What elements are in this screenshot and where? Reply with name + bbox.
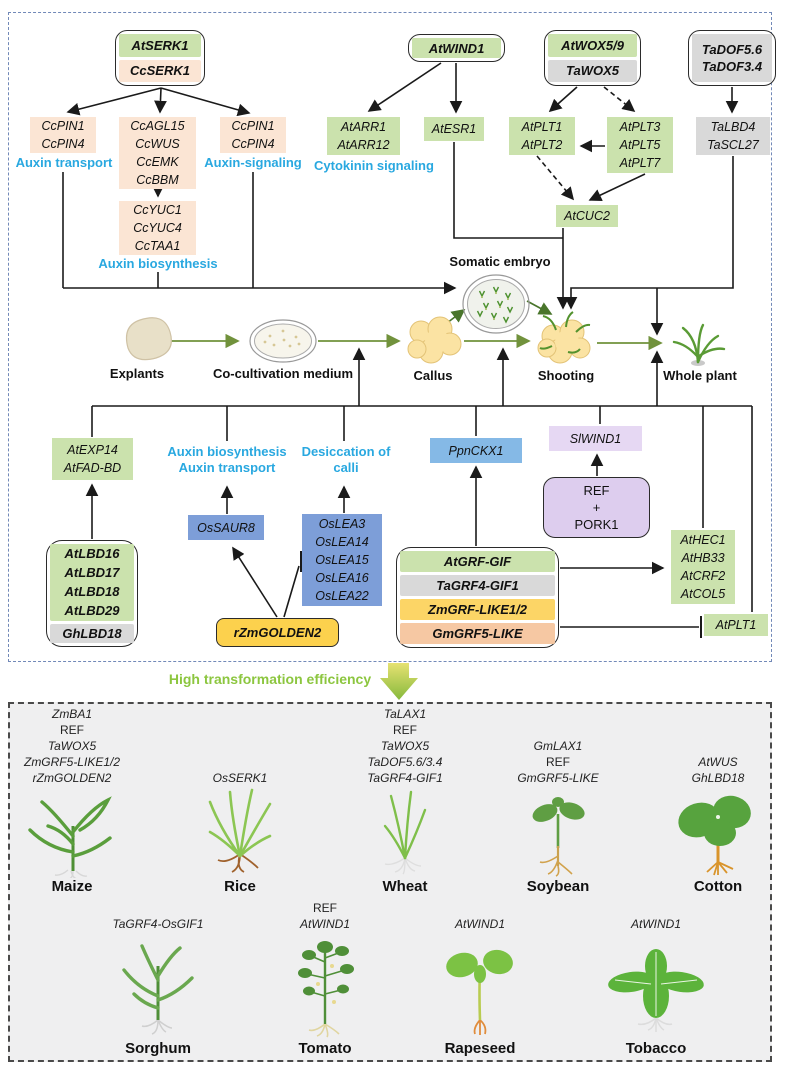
label-cytokinin-signaling: Cytokinin signaling bbox=[314, 158, 434, 173]
wox-source-box: AtWOX5/9 TaWOX5 bbox=[544, 30, 641, 86]
grf-row-tagrf4: TaGRF4-GIF1 bbox=[400, 575, 555, 596]
soybean-name: Soybean bbox=[526, 878, 590, 895]
tomato-name: Tomato bbox=[298, 1040, 352, 1057]
wind-source-box: AtWIND1 bbox=[408, 34, 505, 62]
label-somatic-embryo: Somatic embryo bbox=[449, 254, 551, 269]
label-auxin-transport: Auxin transport bbox=[15, 155, 113, 170]
atlbd-gray-row: GhLBD18 bbox=[50, 623, 134, 643]
flow-label-explants: Explants bbox=[109, 366, 165, 381]
serk-row-at: AtSERK1 bbox=[119, 34, 201, 57]
pathway-panel bbox=[8, 12, 772, 662]
gene-box-ccpin-left: CcPIN1 CcPIN4 bbox=[30, 117, 96, 153]
gene-box-athec: AtHEC1 AtHB33 AtCRF2 AtCOL5 bbox=[671, 530, 735, 604]
serk-source-box: AtSERK1 CcSERK1 bbox=[115, 30, 205, 86]
gene-box-atarr: AtARR1 AtARR12 bbox=[327, 117, 400, 155]
dof-source-box: TaDOF5.6 TaDOF3.4 bbox=[688, 30, 776, 86]
wheat-illustration bbox=[383, 790, 427, 875]
wox-row-ta: TaWOX5 bbox=[548, 59, 637, 82]
gene-box-ccyuc: CcYUC1 CcYUC4 CcTAA1 bbox=[119, 201, 196, 255]
gene-box-talbd: TaLBD4 TaSCL27 bbox=[696, 117, 770, 155]
tobacco-illustration bbox=[608, 949, 704, 1032]
gene-box-atexp: AtEXP14 AtFAD-BD bbox=[52, 438, 133, 480]
label-desiccation: Desiccation of calli bbox=[301, 444, 391, 475]
flow-label-cocultivation: Co-cultivation medium bbox=[212, 366, 354, 381]
gene-box-slwind1: SlWIND1 bbox=[549, 426, 642, 451]
gene-box-atplt1: AtPLT1 bbox=[704, 614, 768, 636]
wind-row: AtWIND1 bbox=[412, 38, 501, 58]
rice-name: Rice bbox=[224, 878, 256, 895]
gene-box-ccpin-right: CcPIN1 CcPIN4 bbox=[220, 117, 286, 153]
banner-arrow-icon bbox=[380, 663, 418, 700]
rapeseed-genes: AtWIND1 bbox=[454, 917, 505, 931]
ref-pork1-box: REF + PORK1 bbox=[543, 477, 650, 538]
rice-illustration bbox=[208, 788, 272, 873]
maize-name: Maize bbox=[51, 878, 93, 895]
gene-box-atesr: AtESR1 bbox=[424, 117, 484, 141]
banner-label: High transformation efficiency bbox=[168, 671, 372, 687]
tobacco-genes: AtWIND1 bbox=[630, 917, 681, 931]
sorghum-illustration bbox=[122, 944, 194, 1035]
grf-row-gmgrf5: GmGRF5-LIKE bbox=[400, 623, 555, 644]
rice-genes: OsSERK1 bbox=[212, 771, 268, 785]
tobacco-name: Tobacco bbox=[625, 1040, 687, 1057]
gene-box-atplt12: AtPLT1 AtPLT2 bbox=[509, 117, 575, 155]
flow-label-callus: Callus bbox=[413, 368, 453, 383]
rzmgolden2-box: rZmGOLDEN2 bbox=[216, 618, 339, 647]
flow-label-whole-plant: Whole plant bbox=[663, 368, 737, 383]
gene-box-atplt357: AtPLT3 AtPLT5 AtPLT7 bbox=[607, 117, 673, 173]
serk-row-cc: CcSERK1 bbox=[119, 59, 201, 82]
soybean-illustration bbox=[532, 797, 585, 877]
atlbd-green-rows: AtLBD16 AtLBD17 AtLBD18 AtLBD29 bbox=[50, 544, 134, 621]
flow-label-shooting: Shooting bbox=[537, 368, 595, 383]
grf-row-atgrf: AtGRF-GIF bbox=[400, 551, 555, 572]
ref-pork1-label: REF + PORK1 bbox=[574, 483, 619, 532]
cotton-name: Cotton bbox=[693, 878, 743, 895]
tomato-illustration bbox=[298, 941, 354, 1038]
label-auxin-signaling: Auxin-signaling bbox=[204, 155, 302, 170]
sorghum-genes: TaGRF4-OsGIF1 bbox=[112, 917, 204, 931]
gene-box-oslea: OsLEA3 OsLEA14 OsLEA15 OsLEA16 OsLEA22 bbox=[302, 514, 382, 606]
wheat-name: Wheat bbox=[382, 878, 428, 895]
atlbd-source-box: AtLBD16 AtLBD17 AtLBD18 AtLBD29 GhLBD18 bbox=[46, 540, 138, 647]
maize-illustration bbox=[28, 796, 112, 878]
grf-row-zmgrf: ZmGRF-LIKE1/2 bbox=[400, 599, 555, 620]
gene-box-atcuc2: AtCUC2 bbox=[556, 205, 618, 227]
label-auxin-bio-transport: Auxin biosynthesis Auxin transport bbox=[167, 444, 287, 475]
dof-row: TaDOF5.6 TaDOF3.4 bbox=[692, 34, 772, 82]
rapeseed-name: Rapeseed bbox=[444, 1040, 516, 1057]
gene-box-ppnckx1: PpnCKX1 bbox=[430, 438, 522, 463]
sorghum-name: Sorghum bbox=[125, 1040, 191, 1057]
gene-box-ossaur8: OsSAUR8 bbox=[188, 515, 264, 540]
gene-box-ccagl: CcAGL15 CcWUS CcEMK CcBBM bbox=[119, 117, 196, 189]
wox-row-at: AtWOX5/9 bbox=[548, 34, 637, 57]
rzmgolden2-label: rZmGOLDEN2 bbox=[233, 625, 322, 640]
rapeseed-illustration bbox=[446, 949, 513, 1035]
cotton-illustration bbox=[678, 795, 751, 876]
label-auxin-biosynthesis: Auxin biosynthesis bbox=[98, 256, 218, 271]
grf-source-box: AtGRF-GIF TaGRF4-GIF1 ZmGRF-LIKE1/2 GmGR… bbox=[396, 547, 559, 648]
